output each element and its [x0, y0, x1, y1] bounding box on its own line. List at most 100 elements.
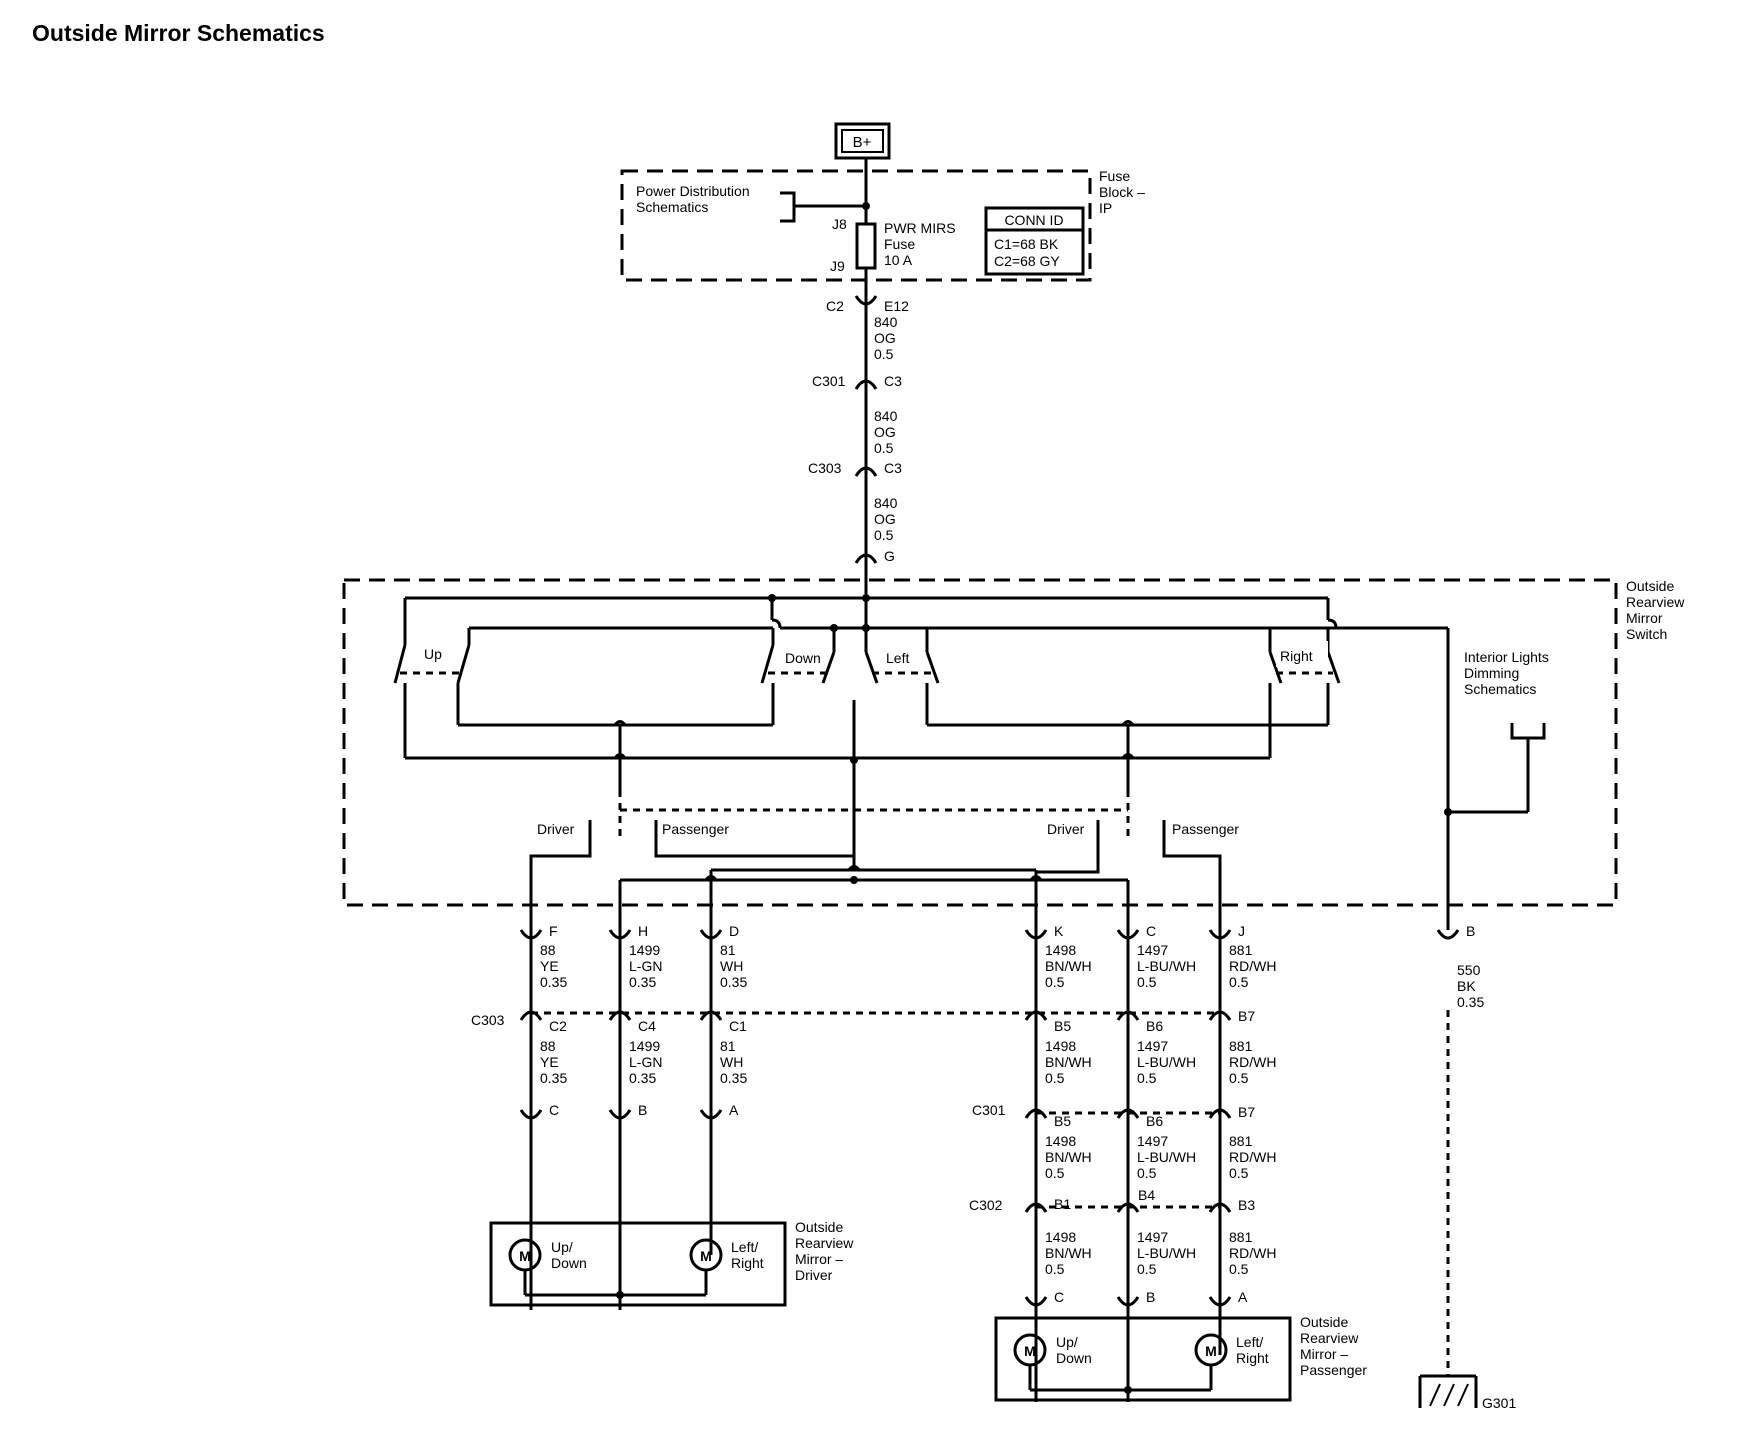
- svg-text:B7: B7: [1238, 1008, 1255, 1024]
- switch-up: Up: [393, 628, 471, 684]
- svg-text:M: M: [1205, 1343, 1217, 1359]
- svg-text:Rearview: Rearview: [1626, 594, 1685, 610]
- svg-text:Power Distribution: Power Distribution: [636, 183, 750, 199]
- svg-text:K: K: [1054, 923, 1064, 939]
- ground-symbol: [1418, 1374, 1478, 1408]
- page-title: Outside Mirror Schematics: [32, 20, 325, 46]
- svg-text:B6: B6: [1146, 1113, 1163, 1129]
- svg-text:Schematics: Schematics: [1464, 681, 1536, 697]
- svg-text:CONN ID: CONN ID: [1004, 212, 1063, 228]
- svg-text:E12: E12: [884, 298, 909, 314]
- svg-text:1497: 1497: [1137, 1038, 1168, 1054]
- svg-text:M: M: [700, 1248, 712, 1264]
- switch-down: Down: [760, 628, 836, 684]
- svg-text:0.5: 0.5: [874, 346, 894, 362]
- svg-text:1497: 1497: [1137, 1133, 1168, 1149]
- svg-text:L-GN: L-GN: [629, 1054, 662, 1070]
- svg-text:WH: WH: [720, 958, 743, 974]
- svg-text:B: B: [1146, 1289, 1155, 1305]
- fuse-block-outline: [620, 169, 1092, 282]
- svg-text:Driver: Driver: [795, 1267, 833, 1283]
- svg-text:C303: C303: [808, 460, 842, 476]
- svg-text:C2=68 GY: C2=68 GY: [994, 253, 1060, 269]
- svg-text:C3: C3: [884, 373, 902, 389]
- ground-circuit: B 550 BK 0.35 G301: [1418, 923, 1516, 1411]
- svg-text:B3: B3: [1238, 1197, 1255, 1213]
- svg-text:Fuse: Fuse: [1099, 168, 1130, 184]
- svg-text:OG: OG: [874, 424, 896, 440]
- svg-text:C2: C2: [826, 298, 844, 314]
- svg-text:Outside: Outside: [1300, 1314, 1348, 1330]
- svg-text:Schematics: Schematics: [636, 199, 708, 215]
- svg-text:RD/WH: RD/WH: [1229, 1054, 1276, 1070]
- svg-text:Left/: Left/: [731, 1239, 758, 1255]
- svg-text:Down: Down: [551, 1255, 587, 1271]
- conn-id-table: CONN ID C1=68 BK C2=68 GY: [984, 206, 1085, 276]
- svg-text:J8: J8: [832, 216, 847, 232]
- svg-text:G: G: [884, 548, 895, 564]
- svg-text:C2: C2: [549, 1018, 567, 1034]
- svg-text:Up: Up: [424, 646, 442, 662]
- svg-text:B: B: [1466, 923, 1475, 939]
- svg-text:OG: OG: [874, 330, 896, 346]
- switch-outline: [342, 578, 1618, 907]
- svg-text:BK: BK: [1457, 978, 1476, 994]
- svg-text:0.35: 0.35: [720, 1070, 747, 1086]
- svg-text:C301: C301: [812, 373, 846, 389]
- svg-text:Switch: Switch: [1626, 626, 1667, 642]
- dimming-ref: Interior Lights Dimming Schematics: [1444, 649, 1549, 816]
- svg-text:Rearview: Rearview: [795, 1235, 854, 1251]
- passenger-mirror: M M Up/ Down Left/ Right Outside Rearvie…: [994, 1314, 1367, 1402]
- svg-text:B4: B4: [1138, 1187, 1155, 1203]
- svg-text:YE: YE: [540, 1054, 559, 1070]
- svg-text:C1=68 BK: C1=68 BK: [994, 236, 1059, 252]
- svg-text:Outside: Outside: [795, 1219, 843, 1235]
- svg-text:10 A: 10 A: [884, 252, 913, 268]
- svg-text:B: B: [638, 1102, 647, 1118]
- svg-text:1499: 1499: [629, 1038, 660, 1054]
- svg-text:0.35: 0.35: [1457, 994, 1484, 1010]
- svg-text:J9: J9: [830, 258, 845, 274]
- battery-label: B+: [853, 134, 872, 151]
- svg-text:Driver: Driver: [537, 821, 575, 837]
- svg-text:Passenger: Passenger: [1300, 1362, 1367, 1378]
- selector-labels: Driver Passenger Driver Passenger: [537, 821, 1239, 837]
- svg-text:0.5: 0.5: [1045, 1070, 1065, 1086]
- fuse-element: [855, 222, 877, 270]
- svg-text:Fuse: Fuse: [884, 236, 915, 252]
- svg-text:L-BU/WH: L-BU/WH: [1137, 958, 1196, 974]
- switch-left: Left: [864, 628, 940, 684]
- svg-text:Dimming: Dimming: [1464, 665, 1519, 681]
- svg-text:881: 881: [1229, 942, 1253, 958]
- power-section: B+ Fuse Block – IP Power Distribution Sc…: [620, 122, 1145, 296]
- svg-text:RD/WH: RD/WH: [1229, 1149, 1276, 1165]
- svg-text:Right: Right: [1280, 648, 1313, 664]
- svg-text:C3: C3: [884, 460, 902, 476]
- svg-text:1499: 1499: [629, 942, 660, 958]
- svg-text:L-BU/WH: L-BU/WH: [1137, 1054, 1196, 1070]
- svg-text:B1: B1: [1054, 1196, 1071, 1212]
- svg-text:RD/WH: RD/WH: [1229, 958, 1276, 974]
- passenger-wire-labels-1: 1498 BN/WH 0.5 1497 L-BU/WH 0.5 881 RD/W…: [1045, 942, 1276, 990]
- driver-harness: F H D 88 YE 0.35 1499 L-GN 0.35 81 WH 0.…: [471, 923, 1220, 1310]
- svg-text:Up/: Up/: [551, 1239, 573, 1255]
- svg-text:1497: 1497: [1137, 1229, 1168, 1245]
- svg-text:RD/WH: RD/WH: [1229, 1245, 1276, 1261]
- svg-text:OG: OG: [874, 511, 896, 527]
- svg-text:0.35: 0.35: [629, 974, 656, 990]
- svg-text:C: C: [1146, 923, 1156, 939]
- svg-text:0.35: 0.35: [629, 1070, 656, 1086]
- svg-text:Down: Down: [785, 650, 821, 666]
- svg-text:BN/WH: BN/WH: [1045, 1149, 1092, 1165]
- svg-text:0.35: 0.35: [540, 974, 567, 990]
- svg-text:C4: C4: [638, 1018, 656, 1034]
- svg-text:0.5: 0.5: [1137, 974, 1157, 990]
- svg-text:88: 88: [540, 1038, 556, 1054]
- svg-text:0.5: 0.5: [1137, 1261, 1157, 1277]
- svg-text:Outside: Outside: [1626, 578, 1674, 594]
- svg-text:1498: 1498: [1045, 1133, 1076, 1149]
- fuse-block-label: Fuse Block – IP: [1099, 168, 1145, 216]
- svg-text:L-GN: L-GN: [629, 958, 662, 974]
- svg-text:81: 81: [720, 1038, 736, 1054]
